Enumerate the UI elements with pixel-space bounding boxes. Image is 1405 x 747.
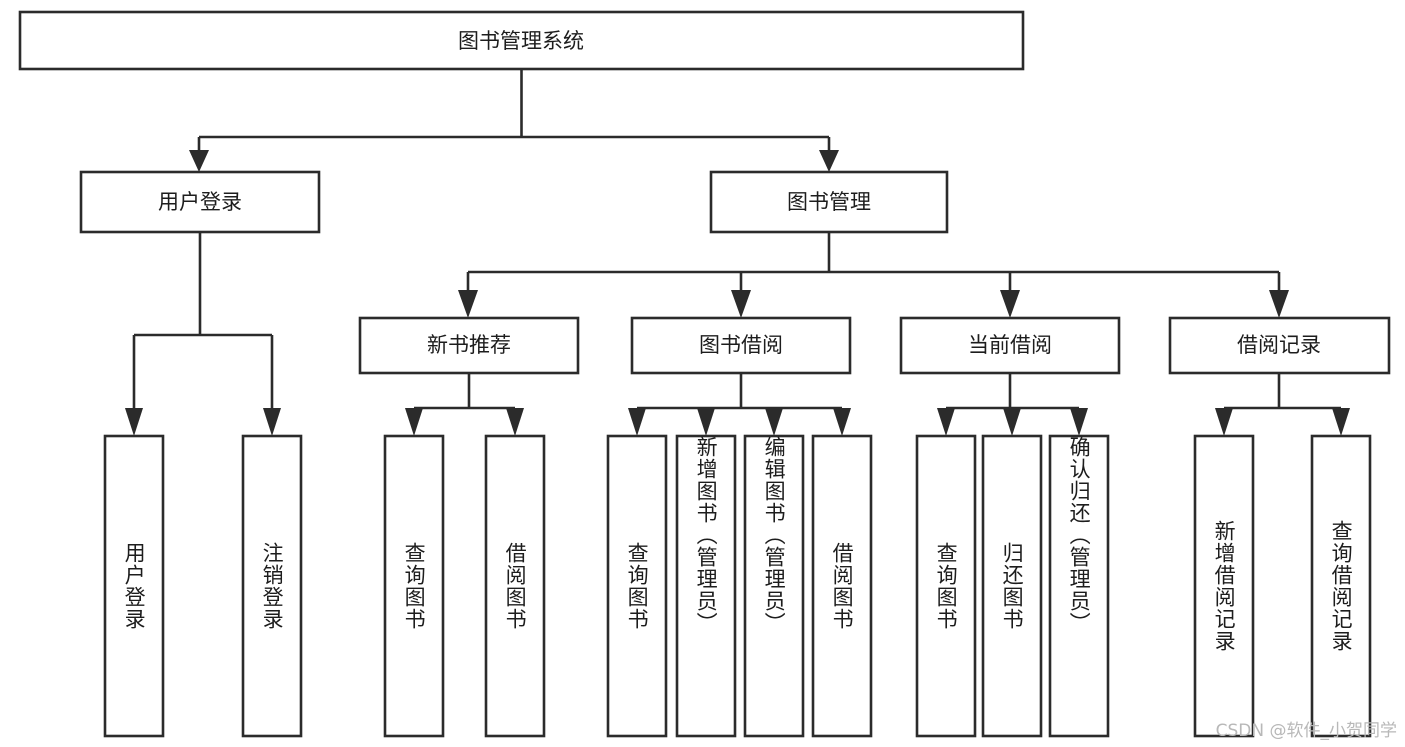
node-user-login[interactable]: 用户登录 [79,170,321,234]
edge-group-current-borrow-to-leaves [937,373,1088,436]
arrow-head-leaf-query-book-2 [628,408,646,436]
arrow-head-book-manage [819,150,839,172]
node-root-label: 图书管理系统 [458,29,584,53]
arrow-head-leaf-return-book [1003,408,1021,436]
node-leaf-query-book-3-box[interactable] [915,434,977,738]
node-leaf-query-borrow-record-box[interactable] [1310,434,1372,738]
node-leaf-logout-box[interactable] [241,434,303,738]
node-user-login-box[interactable] [79,170,321,234]
node-current-borrow-box[interactable] [899,316,1121,375]
node-book-borrow-label: 图书借阅 [699,333,783,357]
node-leaf-edit-book-admin-box[interactable] [743,434,805,738]
node-leaf-confirm-return-admin-box[interactable] [1048,434,1110,738]
arrow-head-leaf-add-book-admin [697,408,715,436]
node-leaf-add-borrow-record-box[interactable] [1193,434,1255,738]
node-new-book-recommend[interactable]: 新书推荐 [358,316,580,375]
node-current-borrow-label: 当前借阅 [968,333,1052,357]
node-leaf-return-book-box[interactable] [981,434,1043,738]
node-leaf-borrow-book-2-box[interactable] [811,434,873,738]
node-leaf-query-book-1-box[interactable] [383,434,445,738]
arrow-head-leaf-query-book-1 [405,408,423,436]
arrow-head-leaf-confirm-return-admin [1070,408,1088,436]
node-borrow-record-label: 借阅记录 [1237,333,1321,357]
edge-group-new-book-recommend-to-leaves [405,373,524,436]
arrow-head-leaf-query-borrow-record [1332,408,1350,436]
arrow-head-user-login [189,150,209,172]
arrow-head-leaf-borrow-book-1 [506,408,524,436]
node-new-book-recommend-label: 新书推荐 [427,333,511,357]
arrow-head-leaf-add-borrow-record [1215,408,1233,436]
node-leaf-query-book-2-box[interactable] [606,434,668,738]
node-book-manage[interactable]: 图书管理 [709,170,949,234]
node-leaf-borrow-book-1-box[interactable] [484,434,546,738]
node-book-borrow-box[interactable] [630,316,852,375]
arrow-head-borrow-record [1269,290,1289,318]
arrow-head-leaf-user-login [125,408,143,436]
node-book-manage-box[interactable] [709,170,949,234]
edge-group-book-manage-to-level2 [458,232,1289,318]
watermark-text: CSDN @软件_小贺同学 [1215,721,1397,741]
arrow-head-leaf-logout [263,408,281,436]
node-root[interactable]: 图书管理系统 [18,10,1025,71]
arrow-head-current-borrow [1000,290,1020,318]
arrow-head-new-book-recommend [458,290,478,318]
node-borrow-record-box[interactable] [1168,316,1391,375]
node-book-manage-label: 图书管理 [787,190,871,214]
arrow-head-book-borrow [731,290,751,318]
arrow-head-leaf-query-book-3 [937,408,955,436]
edge-group-user-login-to-leaves [125,232,281,436]
edge-group-book-borrow-to-leaves [628,373,851,436]
arrow-head-leaf-borrow-book-2 [833,408,851,436]
node-current-borrow[interactable]: 当前借阅 [899,316,1121,375]
node-root-box[interactable] [18,10,1025,71]
node-new-book-recommend-box[interactable] [358,316,580,375]
edge-group-root-to-level1 [189,69,839,172]
node-leaf-user-login-box[interactable] [103,434,165,738]
node-borrow-record[interactable]: 借阅记录 [1168,316,1391,375]
node-book-borrow[interactable]: 图书借阅 [630,316,852,375]
node-user-login-label: 用户登录 [158,190,242,214]
edge-group-borrow-record-to-leaves [1215,373,1350,436]
arrow-head-leaf-edit-book-admin [765,408,783,436]
node-leaf-add-book-admin-box[interactable] [675,434,737,738]
